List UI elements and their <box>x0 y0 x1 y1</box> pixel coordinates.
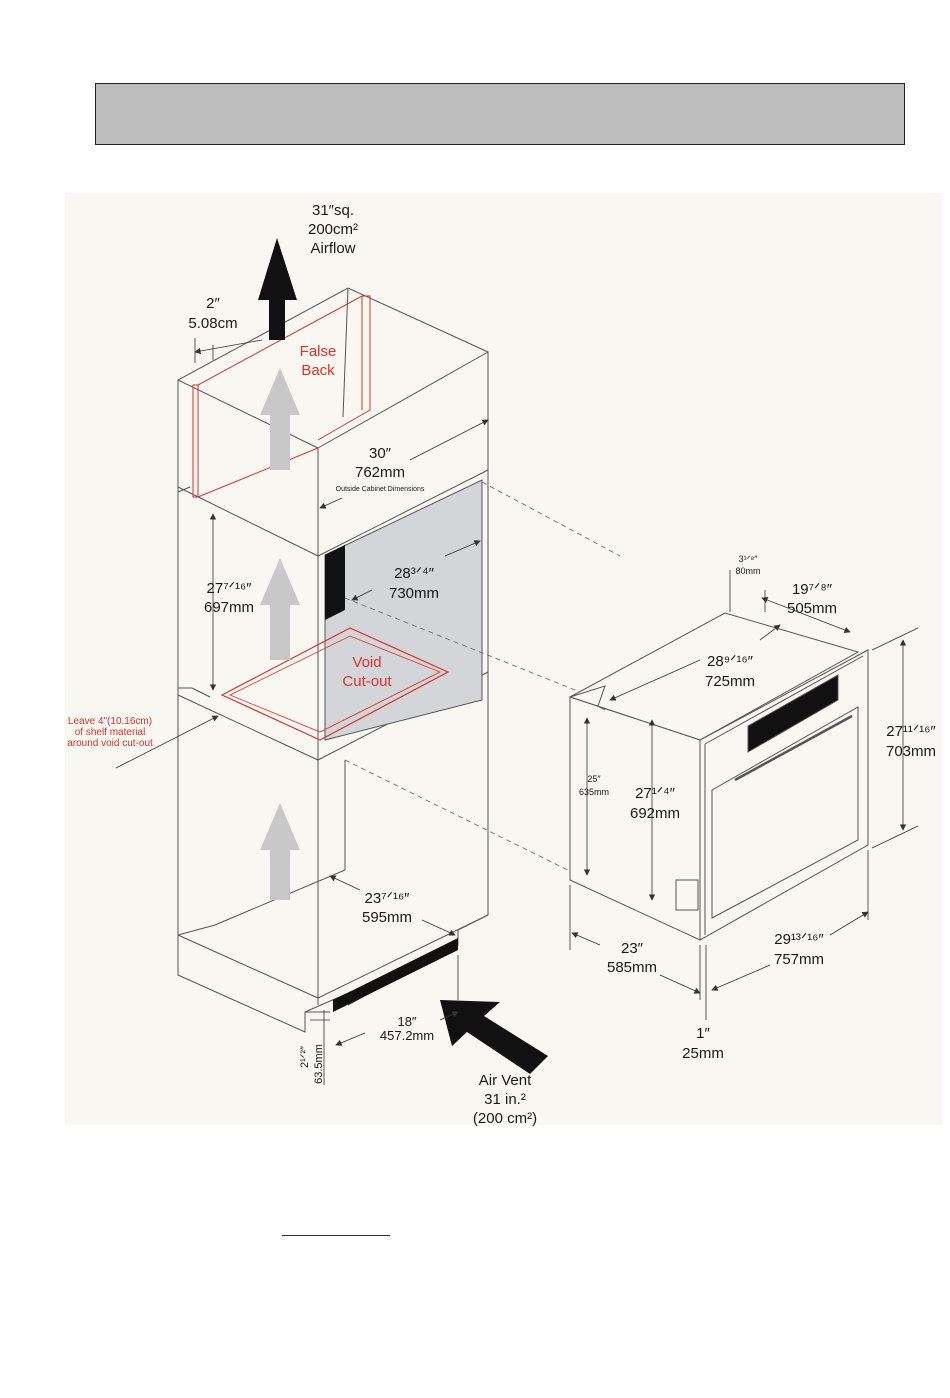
oven-body-depth-mm: 585mm <box>607 959 657 976</box>
outside-dims-note: Outside Cabinet Dimensions <box>336 486 425 493</box>
oven-total-width-mm: 757mm <box>774 951 824 968</box>
airflow-out-arrow <box>258 238 297 340</box>
cabinet-width-in: 30″ <box>369 445 392 462</box>
cutout-depth-mm: 595mm <box>362 909 412 926</box>
vent-slot <box>333 938 458 1012</box>
gap-label-cm: 5.08cm <box>188 315 237 332</box>
vent-width-in: 18″ <box>397 1014 416 1029</box>
oven-total-height-mm: 703mm <box>886 743 936 760</box>
false-back-outline <box>192 295 371 498</box>
oven-height-mm: 692mm <box>630 805 680 822</box>
cutout-width-mm: 730mm <box>389 585 439 602</box>
cutout-width-in: 28³ᐟ⁴″ <box>394 565 434 582</box>
air-vent-line1: Air Vent <box>479 1072 532 1089</box>
oven-body-depth-in: 23″ <box>621 940 644 957</box>
door-thickness-mm: 25mm <box>682 1045 724 1062</box>
vent-height-in: 2¹ᐟ²″ <box>299 1046 311 1068</box>
void-cutout-line2: Cut-out <box>342 673 392 690</box>
oven-body-height-mm: 635mm <box>579 787 609 797</box>
projection-lines <box>344 481 706 881</box>
oven-width-in: 28⁹ᐟ¹⁶″ <box>707 653 754 670</box>
void-cutout-region <box>220 479 483 741</box>
oven-depth-top-mm: 505mm <box>787 600 837 617</box>
airflow-arrows <box>260 368 300 900</box>
oven-trim-in: 3¹ᐟ⁸″ <box>739 554 759 564</box>
oven-dimension-lines <box>569 570 919 1020</box>
footer-rule <box>282 1235 390 1236</box>
vent-height-mm: 63.5mm <box>313 1044 325 1084</box>
airflow-top-line1: 31″sq. <box>312 202 354 219</box>
vent-width-mm: 457.2mm <box>380 1028 434 1043</box>
gap-label-in: 2″ <box>206 295 220 312</box>
false-back-line1: False <box>300 343 337 360</box>
airflow-top-line3: Airflow <box>310 240 355 257</box>
air-vent-line2: 31 in.² <box>484 1091 526 1108</box>
false-back-line2: Back <box>301 362 335 379</box>
air-vent-arrow <box>440 1000 548 1074</box>
door-thickness-in: 1″ <box>696 1025 710 1042</box>
cutout-height-in: 27⁷ᐟ¹⁶″ <box>207 580 253 597</box>
cabinet-width-mm: 762mm <box>355 464 405 481</box>
oven-total-width-in: 29¹³ᐟ¹⁶″ <box>774 931 824 948</box>
header-bar <box>95 83 905 145</box>
oven-trim-mm: 80mm <box>735 566 760 576</box>
oven-width-mm: 725mm <box>705 673 755 690</box>
oven-depth-top-in: 19⁷ᐟ⁸″ <box>792 581 833 598</box>
dimension-lines <box>115 338 489 1085</box>
oven-total-height-in: 27¹¹ᐟ¹⁶″ <box>886 723 936 740</box>
shelf-note-line2: of shelf material <box>75 727 146 738</box>
void-cutout-line1: Void <box>352 654 381 671</box>
airflow-top-line2: 200cm² <box>308 221 358 238</box>
oven <box>568 612 869 941</box>
shelf-note-line1: Leave 4"(10.16cm) <box>68 716 152 727</box>
cutout-height-mm: 697mm <box>204 599 254 616</box>
air-vent-line3: (200 cm²) <box>473 1110 537 1127</box>
oven-body-height-in: 25″ <box>587 774 601 784</box>
cutout-depth-in: 23⁷ᐟ¹⁶″ <box>365 890 411 907</box>
shelf-note-line3: around void cut-out <box>67 738 153 749</box>
oven-height-in: 27¹ᐟ⁴″ <box>635 785 675 802</box>
